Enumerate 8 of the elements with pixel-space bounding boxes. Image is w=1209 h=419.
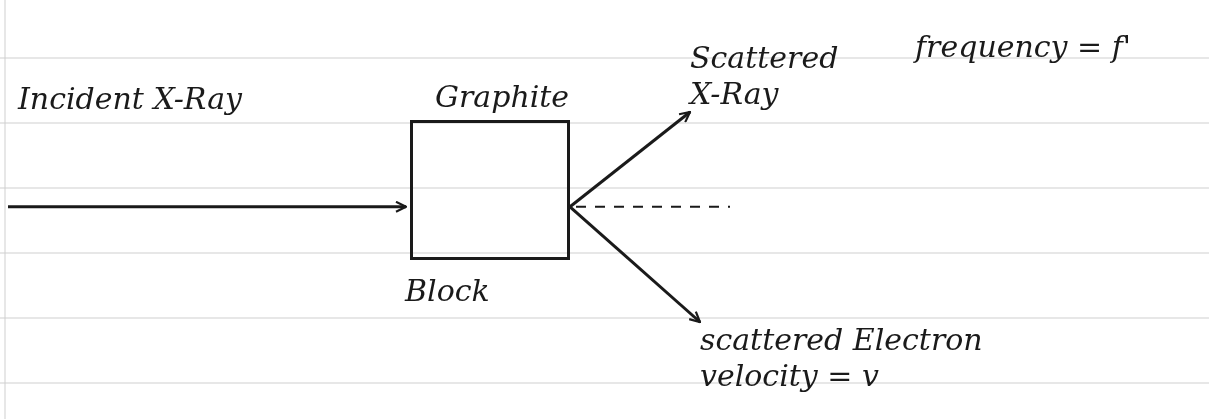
scattered-electron-text: scattered Electron velocity = v [700,322,1030,394]
arrow [569,205,702,324]
block-heading: Graphite [435,80,570,114]
scattered-x-ray-text: Scattered X-Ray [690,40,840,112]
arrow [8,200,408,213]
block-caption: Block [405,274,490,308]
frequency-note: frequency = f' [915,30,1132,64]
arrow [569,110,692,208]
